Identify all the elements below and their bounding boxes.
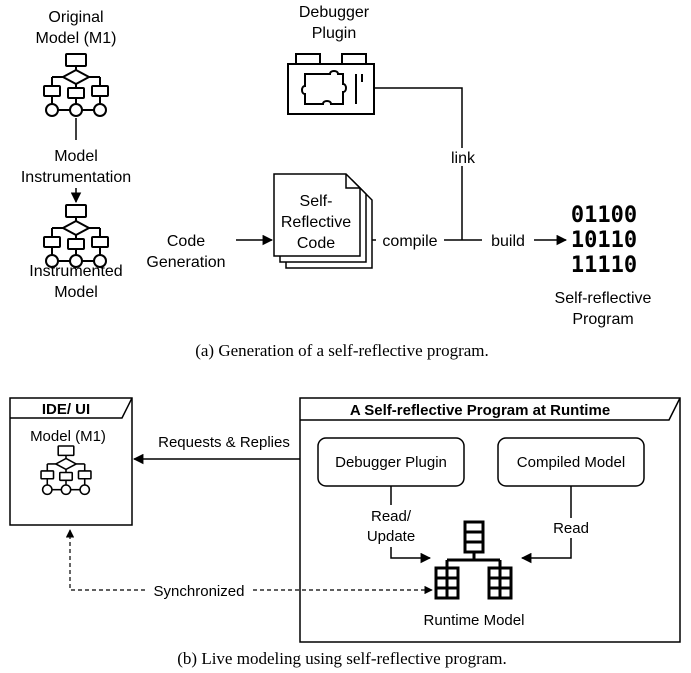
code-generation-label-1: Code	[167, 233, 205, 250]
debugger-plugin-label-2: Plugin	[312, 25, 356, 42]
ide-model-label: Model (M1)	[30, 428, 106, 445]
instrumented-model-label-2: Model	[54, 284, 98, 301]
instrumentation-label-2: Instrumentation	[21, 169, 131, 186]
read-update-label-1: Read/	[371, 508, 412, 525]
instrumented-model-icon	[43, 204, 109, 268]
original-model-label-1: Original	[48, 9, 103, 26]
instrumentation-label-1: Model	[54, 148, 98, 165]
original-model-node: Original Model (M1)	[36, 9, 117, 117]
link-connector	[374, 87, 463, 240]
code-label-2: Reflective	[281, 214, 351, 231]
read-bg	[548, 518, 594, 538]
instrumented-model-node: Instrumented Model	[29, 204, 123, 301]
read-update-label-2: Update	[367, 528, 415, 545]
runtime-frame	[299, 397, 681, 643]
original-model-icon	[43, 53, 109, 117]
build-label-bg	[482, 230, 534, 250]
edge-link-label: link	[451, 150, 476, 167]
link-label-bg	[446, 148, 480, 166]
code-label-1: Self-	[300, 193, 333, 210]
program-label-2: Program	[572, 311, 633, 328]
synchronized-label: Synchronized	[154, 583, 245, 600]
runtime-model-icon	[434, 520, 513, 600]
original-model-label-2: Model (M1)	[36, 30, 117, 47]
synchronized-dashed-arrow	[65, 529, 433, 595]
program-label-1: Self-reflective	[555, 290, 652, 307]
binary-row-2: 10110	[571, 228, 637, 253]
binary-row-1: 01100	[571, 203, 637, 228]
debugger-plugin-label-1: Debugger	[299, 4, 370, 21]
requests-replies-label: Requests & Replies	[158, 434, 290, 451]
runtime-title: A Self-reflective Program at Runtime	[350, 402, 610, 419]
read-label: Read	[553, 520, 589, 537]
binary-row-3: 11110	[571, 253, 637, 278]
synchronized-bg	[148, 582, 250, 600]
runtime-model-label: Runtime Model	[424, 612, 525, 629]
caption-a: (a) Generation of a self-reflective prog…	[195, 341, 489, 360]
code-label-3: Code	[297, 235, 335, 252]
code-generation-label-2: Generation	[146, 254, 225, 271]
edge-compile-label: compile	[382, 233, 437, 250]
read-arrow	[520, 486, 572, 564]
compiled-model-box-label: Compiled Model	[517, 454, 625, 471]
plugin-icon	[287, 53, 375, 115]
instrumented-model-label-1: Instrumented	[29, 263, 122, 280]
ide-title: IDE/ UI	[42, 401, 90, 418]
edge-build-label: build	[491, 233, 525, 250]
debugger-plugin-box-label: Debugger Plugin	[335, 454, 447, 471]
caption-b: (b) Live modeling using self-reflective …	[177, 649, 507, 668]
code-document	[273, 173, 373, 269]
compile-label-bg	[376, 230, 444, 250]
